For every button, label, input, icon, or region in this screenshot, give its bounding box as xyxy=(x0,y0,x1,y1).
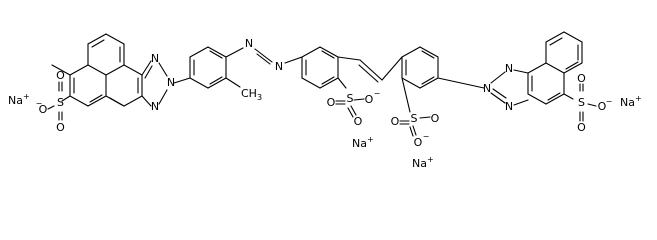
oxygen-label: O xyxy=(56,69,65,82)
sulfur-label: S xyxy=(578,96,585,109)
negative-charge: − xyxy=(423,132,430,141)
middle-left-sulfonate-group: S O O − O xyxy=(327,77,381,128)
oxygen-label: O xyxy=(577,121,586,134)
nitrogen-label: N xyxy=(275,60,283,73)
nitrogen-label: N xyxy=(505,62,513,75)
methyl-label: CH3 xyxy=(241,87,262,102)
left-triazole-labels: N N N xyxy=(151,52,175,113)
left-sulfonate-group: S O O O − xyxy=(36,69,71,134)
oxygen-anion-label: O xyxy=(414,136,423,149)
left-sulfur-label: S xyxy=(57,96,64,109)
sulfur-label: S xyxy=(411,112,418,125)
oxygen-anion-label: O xyxy=(39,103,48,116)
oxygen-label: O xyxy=(354,115,363,128)
oxygen-label: O xyxy=(431,112,440,125)
sulfur-label: S xyxy=(347,92,354,105)
left-naphthotriazole xyxy=(51,33,191,107)
oxygen-anion-label: O xyxy=(365,93,374,106)
chemical-structure: S O O O − N N N CH3 N N xyxy=(8,31,642,170)
nitrogen-label: N xyxy=(151,52,159,65)
stilbene-ring-right xyxy=(401,46,485,89)
sodium-ion-label: Na+ xyxy=(352,135,374,150)
right-triazole-labels: N N N xyxy=(483,62,513,113)
oxygen-label: O xyxy=(56,121,65,134)
oxygen-label: O xyxy=(577,72,586,85)
middle-right-sulfonate-group: S O O O − xyxy=(391,77,440,149)
sodium-ion-label: Na+ xyxy=(8,92,30,107)
azo-labels: N N xyxy=(245,37,283,73)
methylphenyl-ring: CH3 xyxy=(189,46,303,102)
negative-charge: − xyxy=(606,97,613,106)
oxygen-label: O xyxy=(327,96,336,109)
nitrogen-label: N xyxy=(151,100,159,113)
negative-charge: − xyxy=(36,99,43,108)
oxygen-anion-label: O xyxy=(598,100,607,113)
nitrogen-label: N xyxy=(483,82,491,95)
negative-charge: − xyxy=(374,89,381,98)
sodium-ion-label: Na+ xyxy=(412,155,434,170)
nitrogen-label: N xyxy=(167,76,175,89)
sodium-ion-label: Na+ xyxy=(620,94,642,109)
vinyl-bond xyxy=(337,56,403,83)
oxygen-label: O xyxy=(391,115,400,128)
right-sulfonate-group: S O O O − xyxy=(563,72,613,134)
stilbene-ring-left xyxy=(301,46,339,89)
nitrogen-label: N xyxy=(245,37,253,50)
sodium-counterions: Na+ Na+ Na+ Na+ xyxy=(8,92,642,170)
nitrogen-label: N xyxy=(505,100,513,113)
right-naphthotriazole xyxy=(490,31,583,106)
